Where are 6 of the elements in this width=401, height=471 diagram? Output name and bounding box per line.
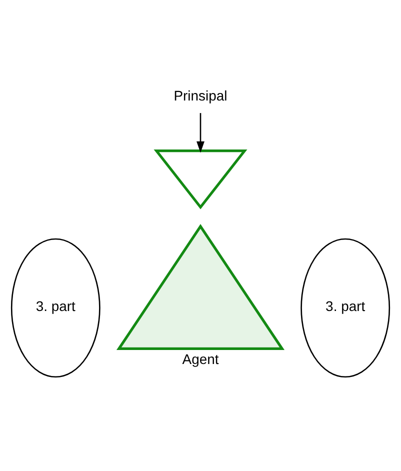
node-triangle — [154, 150, 248, 210]
node-label: Agent — [182, 351, 219, 368]
arrow — [196, 113, 204, 153]
node-text: Prinsipal — [174, 88, 228, 104]
node-ellipse: 3. part — [300, 238, 390, 378]
node-ellipse: 3. part — [10, 238, 100, 378]
